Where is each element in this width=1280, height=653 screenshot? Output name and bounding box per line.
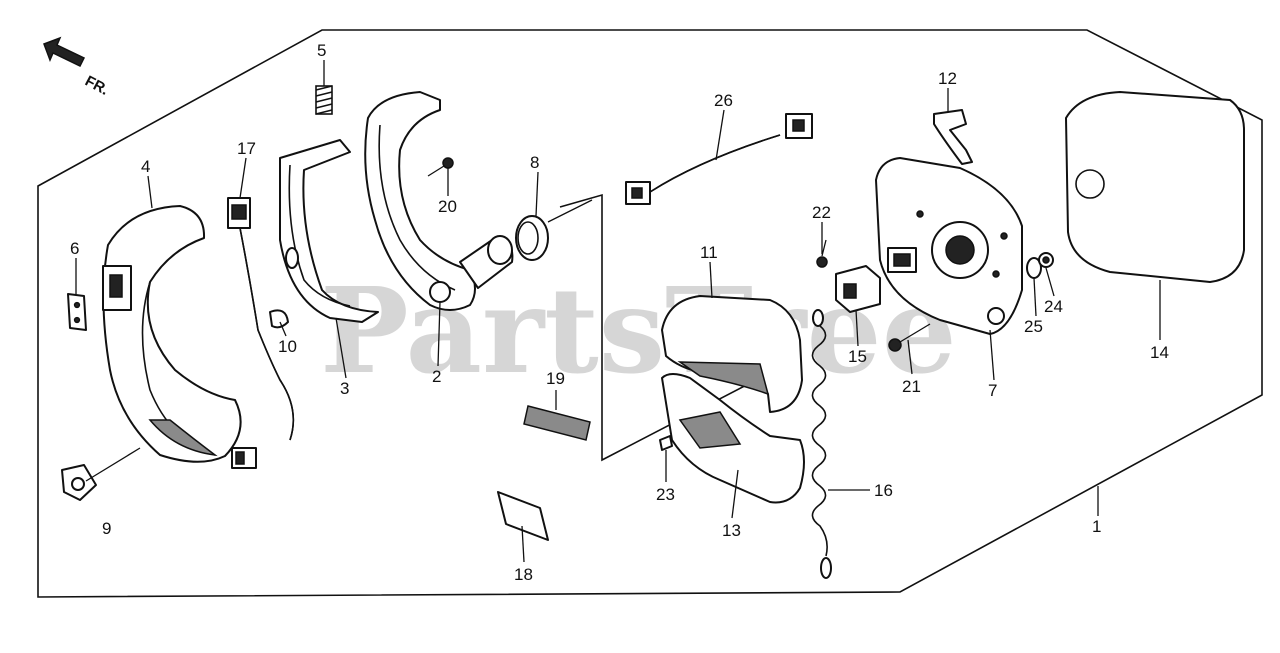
callout-17: 17 <box>237 139 256 158</box>
callout-23: 23 <box>656 485 675 504</box>
callout-15: 15 <box>848 347 867 366</box>
part-8-collar <box>515 199 593 261</box>
callout-25: 25 <box>1024 317 1043 336</box>
part-10-clip <box>269 309 289 329</box>
part-14-cover-block <box>1065 91 1245 283</box>
callout-20: 20 <box>438 197 457 216</box>
callout-5: 5 <box>317 41 326 60</box>
callout-14: 14 <box>1150 343 1169 362</box>
callout-21: 21 <box>902 377 921 396</box>
callout-7: 7 <box>988 381 997 400</box>
part-5-spring <box>315 85 333 115</box>
callout-16: 16 <box>874 481 893 500</box>
leader-lines <box>75 60 1161 563</box>
callout-9: 9 <box>102 519 111 538</box>
callout-18: 18 <box>514 565 533 584</box>
direction-label: FR. <box>82 73 111 99</box>
callout-2: 2 <box>432 367 441 386</box>
part-21-bolt <box>888 323 931 352</box>
callout-8: 8 <box>530 153 539 172</box>
assembly-boundary <box>37 29 1263 598</box>
callout-11: 11 <box>700 243 718 262</box>
callout-labels: 5 4 17 6 10 3 2 20 8 9 19 18 26 11 23 13… <box>70 41 1169 584</box>
part-3-gasket <box>279 139 379 323</box>
part-17-switch-harness <box>227 197 295 469</box>
part-13-lower-cover <box>661 373 805 504</box>
part-4-grip-cover <box>102 205 242 463</box>
callout-3: 3 <box>340 379 349 398</box>
callout-13: 13 <box>722 521 741 540</box>
part-7-base-plate <box>875 157 1023 335</box>
callout-4: 4 <box>141 157 150 176</box>
part-20-screw <box>427 157 454 177</box>
part-2-lever-housing <box>364 91 514 311</box>
part-16-coiled-wire <box>811 309 832 579</box>
part-12-bracket <box>933 109 973 165</box>
part-18-label <box>497 491 549 541</box>
part-9-pin <box>61 447 141 501</box>
callout-10: 10 <box>278 337 297 356</box>
front-direction-arrow-icon <box>43 36 86 67</box>
part-19-label <box>523 405 591 441</box>
part-6-plate <box>67 293 87 331</box>
callout-19: 19 <box>546 369 565 388</box>
callout-24: 24 <box>1044 297 1063 316</box>
callout-22: 22 <box>812 203 831 222</box>
callout-26: 26 <box>714 91 733 110</box>
callout-6: 6 <box>70 239 79 258</box>
part-22-screw <box>816 239 828 268</box>
part-26-wire-harness <box>625 113 813 205</box>
part-15-switch-block <box>835 265 881 313</box>
part-23-clip <box>659 435 673 451</box>
callout-12: 12 <box>938 69 957 88</box>
part-24-nut <box>1038 252 1054 268</box>
part-11-cover <box>661 295 803 413</box>
callout-1: 1 <box>1092 517 1101 536</box>
